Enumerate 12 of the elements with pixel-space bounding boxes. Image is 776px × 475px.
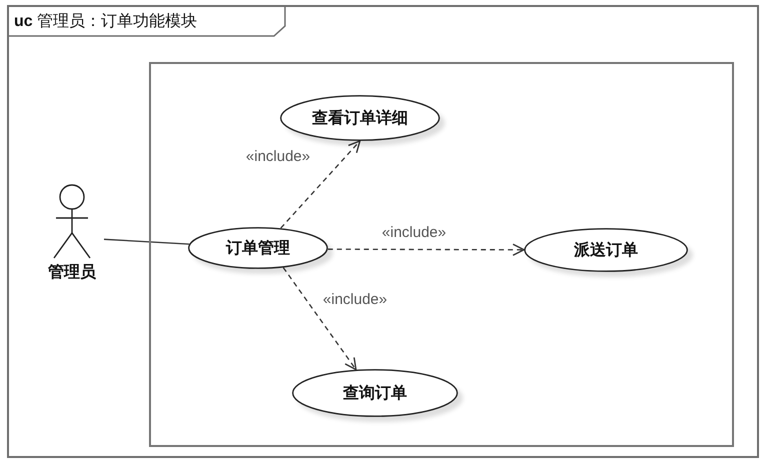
use-case-ellipse: 查询订单 xyxy=(292,369,458,417)
actor-label: 管理员 xyxy=(47,262,97,283)
frame xyxy=(7,5,759,458)
frame-heading: uc 管理员：订单功能模块 xyxy=(9,7,286,37)
connector-line xyxy=(104,238,190,245)
dashed-arrow xyxy=(328,244,525,256)
dashed-arrow xyxy=(282,267,357,370)
use-case-ellipse: 订单管理 xyxy=(188,227,328,269)
use-case-ellipse: 派送订单 xyxy=(524,228,688,272)
use-case-ellipse: 查看订单详细 xyxy=(280,95,440,141)
boundary-box xyxy=(149,62,734,447)
dashed-arrow xyxy=(280,140,361,229)
